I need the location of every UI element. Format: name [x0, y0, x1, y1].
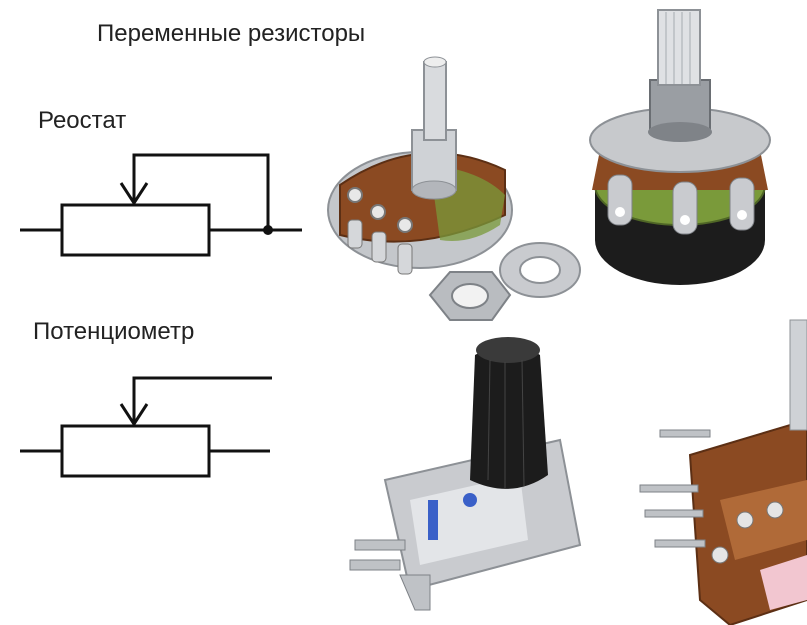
rheostat-symbol-icon: [20, 153, 302, 257]
trimmer-potentiometer-photo: [349, 337, 582, 611]
potentiometer-symbol-icon: [20, 376, 272, 478]
rheostat-label: Реостат: [38, 107, 127, 134]
diagram-title: Переменные резисторы: [97, 20, 366, 47]
black-potentiometer-photo: [589, 9, 771, 285]
dual-potentiometer-photo: [639, 319, 807, 625]
rotary-potentiometer-photo: [327, 56, 581, 321]
potentiometer-label: Потенциометр: [33, 318, 195, 345]
